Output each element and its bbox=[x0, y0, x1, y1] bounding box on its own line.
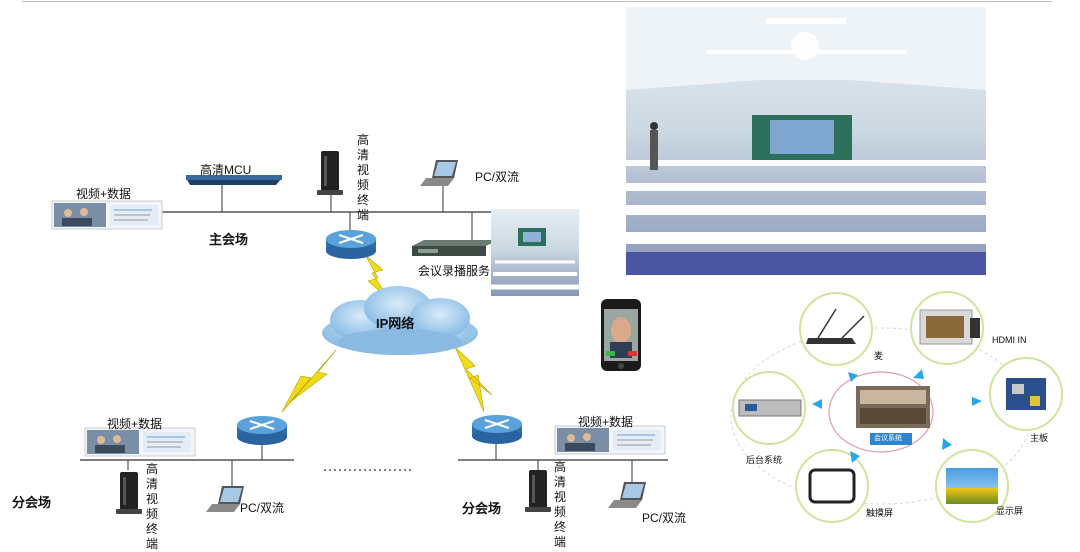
small-room-photo bbox=[491, 209, 579, 296]
mainboard-label: 主板 bbox=[1030, 433, 1049, 443]
branch-right-terminal-icon bbox=[525, 470, 551, 512]
display-label: 显示屏 bbox=[996, 506, 1024, 516]
arrow-hdmi-icon bbox=[913, 369, 924, 379]
main-pc-label: PC/双流 bbox=[475, 170, 520, 184]
arrow-mainboard-icon bbox=[972, 397, 982, 406]
recording-server-icon bbox=[412, 240, 498, 256]
branch-left-terminal-icon bbox=[116, 472, 142, 514]
mainboard-node bbox=[989, 357, 1063, 431]
router-left-icon bbox=[237, 416, 287, 445]
branch-right-video-data-label: 视频+数据 bbox=[578, 415, 634, 429]
ip-network-label: IP网络 bbox=[376, 316, 415, 331]
mic-node bbox=[799, 292, 873, 366]
main-video-data-label: 视频+数据 bbox=[76, 187, 132, 201]
touch-node bbox=[795, 449, 869, 523]
console-label: 后台系统 bbox=[746, 455, 783, 465]
display-node bbox=[935, 449, 1009, 523]
recorder-label: 会议录播服务 bbox=[418, 265, 491, 277]
arrow-console-icon bbox=[812, 399, 822, 409]
main-video-screen-icon bbox=[51, 200, 163, 230]
top-rule bbox=[22, 1, 1052, 2]
smartphone-icon bbox=[601, 299, 641, 371]
console-node bbox=[732, 371, 806, 445]
main-pc-icon bbox=[420, 160, 458, 186]
arrow-touch-icon bbox=[850, 451, 860, 463]
touch-label: 触摸屏 bbox=[866, 508, 894, 518]
arrow-display-icon bbox=[942, 438, 952, 450]
hdmi-node bbox=[910, 291, 984, 365]
router-main-icon bbox=[326, 230, 376, 259]
ip-network-cloud-icon bbox=[322, 286, 478, 355]
branch-right-pc-icon bbox=[608, 482, 646, 508]
main-terminal-label: 高清视频终端 bbox=[356, 133, 369, 222]
branch-left-terminal-label: 高清视频终端 bbox=[145, 462, 158, 551]
router-right-icon bbox=[472, 415, 522, 444]
branch-left-pc-icon bbox=[206, 486, 244, 512]
branch-left-video-data-label: 视频+数据 bbox=[107, 417, 163, 431]
hdmi-label: HDMI IN bbox=[992, 335, 1027, 345]
lightning-left-icon bbox=[281, 349, 337, 413]
conference-room-photo bbox=[626, 7, 986, 275]
mic-label: 麦 bbox=[874, 351, 884, 361]
mcu-device-icon bbox=[186, 175, 282, 185]
lightning-right-icon bbox=[454, 346, 493, 413]
arrow-mic-icon bbox=[848, 372, 858, 382]
branch-left-pc-label: PC/双流 bbox=[240, 501, 285, 515]
branch-right-site-label: 分会场 bbox=[462, 501, 502, 516]
main-site-label: 主会场 bbox=[209, 232, 249, 247]
branch-right-terminal-label: 高清视频终端 bbox=[553, 460, 566, 549]
system-ring bbox=[730, 327, 1032, 505]
branch-left-video-screen-icon bbox=[84, 427, 196, 457]
mcu-label: 高清MCU bbox=[200, 163, 252, 177]
main-terminal-icon bbox=[317, 151, 343, 195]
branch-right-video-screen-icon bbox=[554, 425, 666, 455]
center-system-label: 会议系统 bbox=[874, 435, 902, 442]
branch-left-site-label: 分会场 bbox=[12, 495, 52, 510]
branch-right-pc-label: PC/双流 bbox=[642, 511, 687, 525]
